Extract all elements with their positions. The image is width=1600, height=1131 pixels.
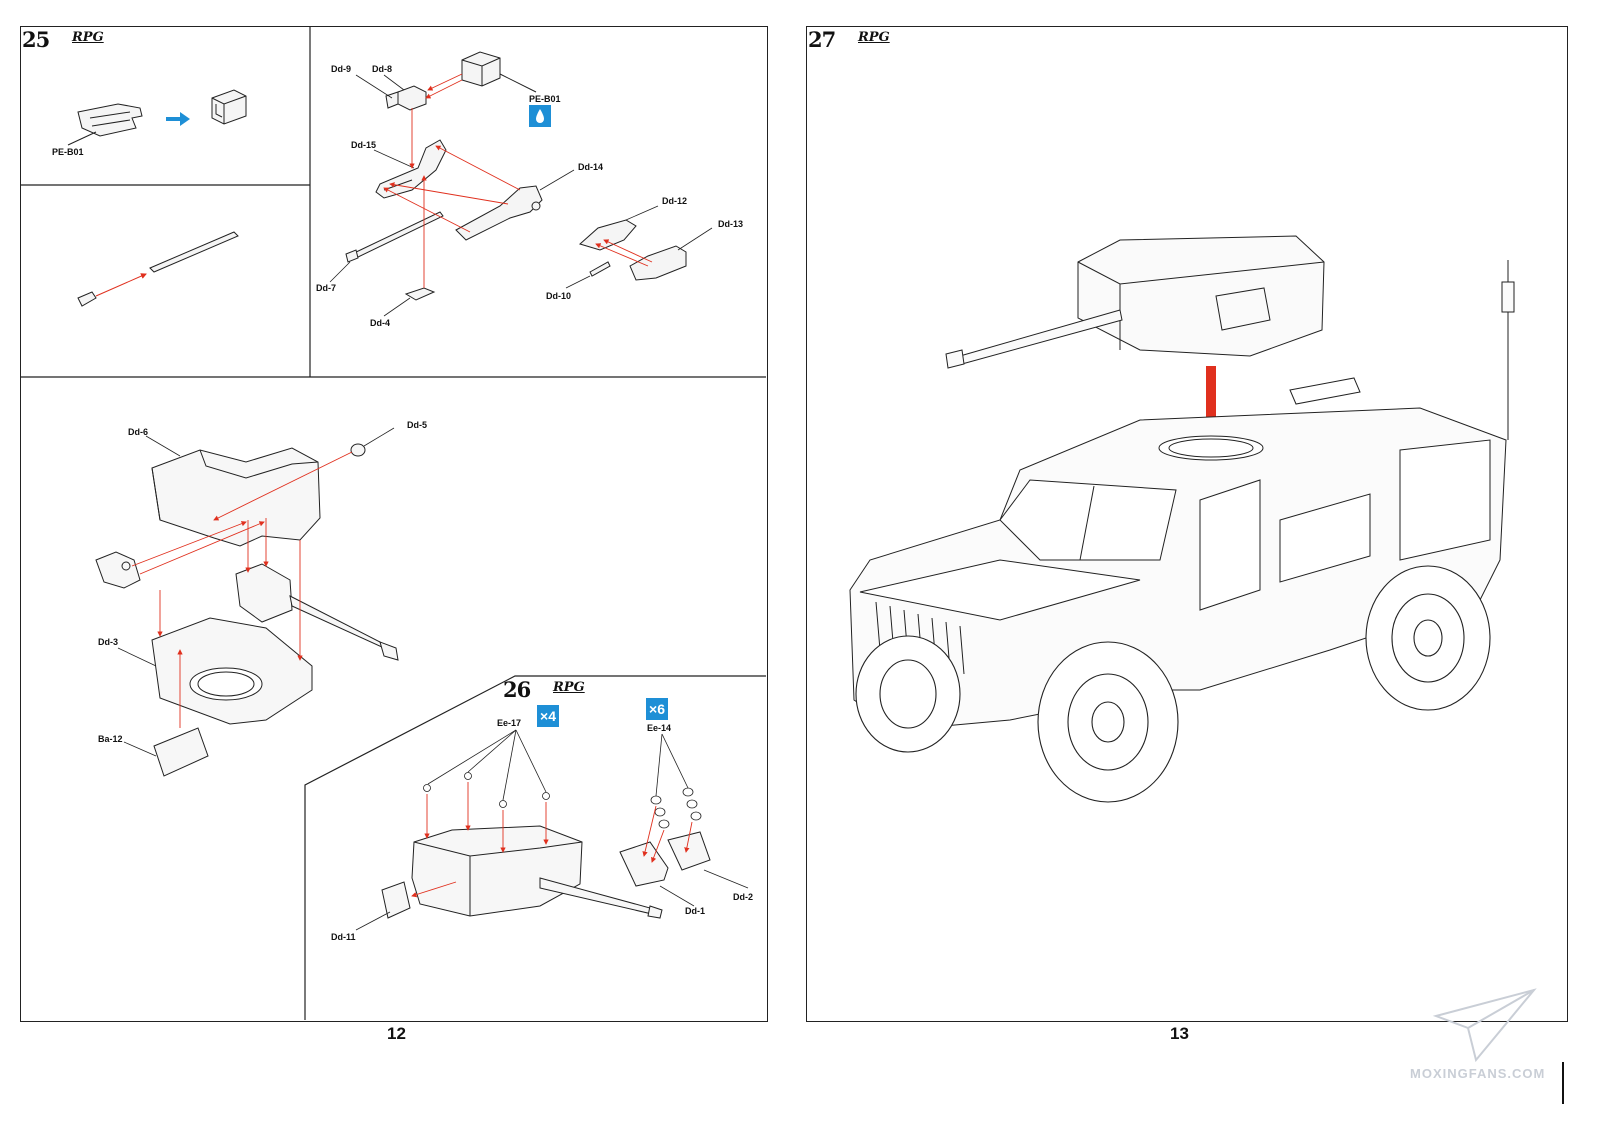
label-pe-b01: PE-B01 bbox=[52, 147, 84, 157]
panel-dividers bbox=[20, 26, 766, 1020]
label-ee-14: Ee-14 bbox=[647, 723, 672, 733]
step-25-badge: 25 RPG bbox=[22, 27, 112, 52]
quantity-badge-x4: ×4 bbox=[537, 705, 559, 727]
page-number-left: 12 bbox=[387, 1024, 406, 1043]
turret-shield-parts bbox=[95, 443, 399, 777]
label-dd-12: Dd-12 bbox=[662, 196, 688, 206]
brand-logo: RPG bbox=[858, 30, 890, 45]
glue-icon bbox=[529, 105, 551, 127]
step-27-badge: 27 RPG bbox=[808, 27, 898, 52]
vehicle-body bbox=[849, 260, 1515, 731]
label-dd-15: Dd-15 bbox=[351, 140, 377, 150]
pe-b01-part bbox=[67, 103, 143, 146]
page-number-right: 13 bbox=[1170, 1024, 1189, 1043]
barrel-rod bbox=[77, 231, 239, 307]
label-dd-4: Dd-4 bbox=[370, 318, 390, 328]
step26-leaders bbox=[355, 729, 749, 931]
fold-arrow bbox=[166, 112, 190, 126]
step-number: 25 bbox=[22, 27, 50, 52]
step-number: 27 bbox=[808, 27, 836, 52]
label-dd-11: Dd-11 bbox=[331, 932, 356, 942]
watermark-logo bbox=[1432, 988, 1537, 1063]
vehicle-wheels bbox=[855, 565, 1491, 803]
label-dd-2: Dd-2 bbox=[733, 892, 753, 902]
label-dd-13: Dd-13 bbox=[718, 219, 744, 229]
turret-shield-leaders bbox=[117, 427, 395, 757]
pe-b01-folded bbox=[211, 89, 247, 125]
label-pe-b01-glue: PE-B01 bbox=[529, 94, 561, 104]
label-dd-14: Dd-14 bbox=[578, 162, 604, 172]
step-number: 26 bbox=[503, 677, 531, 702]
gun-assembly-arrows bbox=[383, 73, 653, 288]
label-ba-12: Ba-12 bbox=[98, 734, 123, 744]
label-dd-1: Dd-1 bbox=[685, 906, 705, 916]
step26-arrows bbox=[411, 782, 693, 898]
gun-assembly-parts bbox=[345, 51, 687, 301]
gun-assembly-leaders bbox=[329, 74, 713, 317]
label-dd-3: Dd-3 bbox=[98, 637, 118, 647]
label-dd-10: Dd-10 bbox=[546, 291, 572, 301]
label-dd-7: Dd-7 bbox=[316, 283, 336, 293]
label-dd-6: Dd-6 bbox=[128, 427, 148, 437]
turret-step27 bbox=[945, 235, 1325, 369]
brand-logo: RPG bbox=[72, 30, 104, 45]
label-dd-9: Dd-9 bbox=[331, 64, 351, 74]
brand-logo: RPG bbox=[553, 680, 585, 695]
label-ee-17: Ee-17 bbox=[497, 718, 522, 728]
ee17-parts bbox=[423, 772, 550, 808]
label-dd-5: Dd-5 bbox=[407, 420, 427, 430]
quantity-badge-x6: ×6 bbox=[646, 698, 668, 720]
turret-body-step26 bbox=[381, 825, 711, 919]
watermark-text: MOXINGFANS.COM bbox=[1410, 1066, 1546, 1081]
label-dd-8: Dd-8 bbox=[372, 64, 392, 74]
ee14-parts bbox=[650, 787, 702, 829]
step-26-badge: 26 RPG bbox=[503, 677, 593, 702]
turret-shield-arrows bbox=[131, 451, 353, 728]
